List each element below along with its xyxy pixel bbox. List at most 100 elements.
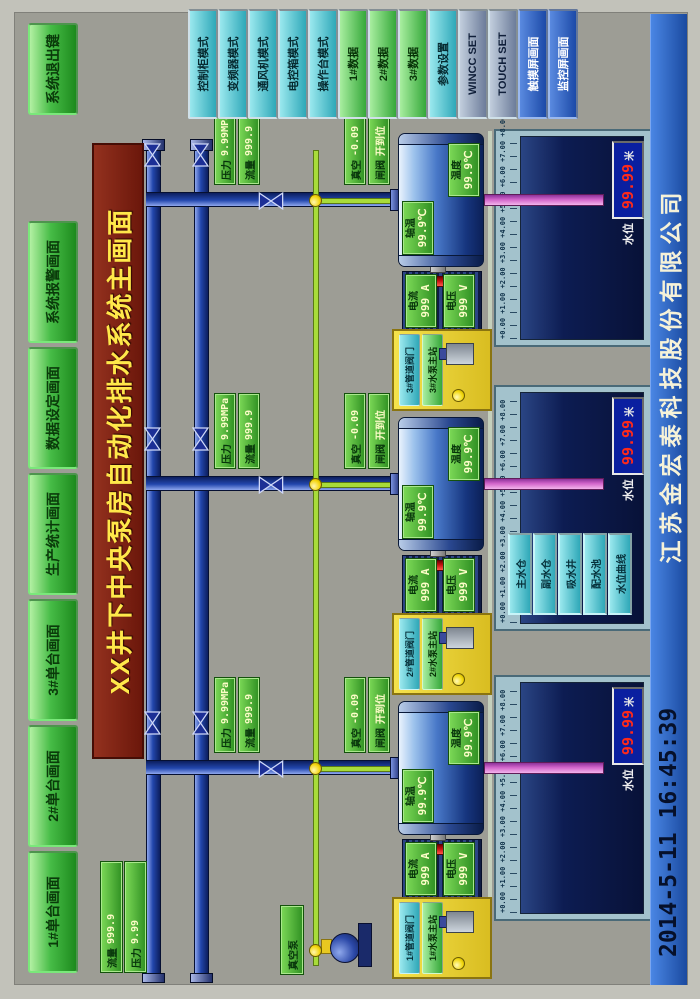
menu-button-production-stats[interactable]: 生产统计画面 [28, 473, 78, 595]
shaft-temp-value: 99.9℃ [416, 208, 430, 248]
flow-value: 999.9 [243, 409, 255, 440]
sump-button-aux[interactable]: 副水仓 [533, 533, 557, 615]
total-flow-label: 流量 [108, 948, 119, 968]
gate-valve-box-2: 闸阀开到位 [368, 393, 390, 469]
temp-value: 99.9℃ [462, 718, 476, 758]
side-button-fan-mode[interactable]: 通风机模式 [248, 9, 278, 119]
manifold-valve-icon[interactable] [144, 143, 161, 167]
priming-valve-lamp [309, 478, 322, 491]
side-button-ebox-mode[interactable]: 电控箱模式 [278, 9, 308, 119]
vacuum-label: 真空 [351, 160, 363, 180]
page-title: XX井下中央泵房自动化排水系统主画面 [92, 143, 144, 759]
level-scale: +0.00 +1.00 +2.00 +3.00 +4.00 +5.00 +6.0… [499, 689, 507, 913]
side-button-param-set[interactable]: 参数设置 [428, 9, 458, 119]
valve-actuator-icon [446, 343, 474, 365]
manifold-valve-icon[interactable] [144, 711, 161, 735]
riser-valve-icon[interactable] [258, 192, 284, 210]
priming-valve-lamp [309, 762, 322, 775]
side-button-data-1[interactable]: 1#数据 [338, 9, 368, 119]
side-button-cabinet-mode[interactable]: 控制柜模式 [188, 9, 218, 119]
suction-pipe-3 [484, 194, 604, 206]
floor-line [488, 131, 492, 979]
current-value: 999 A [419, 852, 433, 886]
vacuum-label: 真空 [351, 444, 363, 464]
priming-valve-lamp [309, 194, 322, 207]
manifold-valve-icon[interactable] [144, 427, 161, 451]
menu-button-unit3[interactable]: 3#单台画面 [28, 599, 78, 721]
total-pressure-box: 压力 9.99 [124, 861, 147, 973]
sump-button-level-trend[interactable]: 水位曲线 [608, 533, 632, 615]
manifold-valve-icon[interactable] [192, 427, 209, 451]
side-button-touch-set[interactable]: TOUCH SET [488, 9, 518, 119]
pressure-value: 9.99MPa [219, 681, 231, 724]
sump-button-main[interactable]: 主水仓 [508, 533, 532, 615]
level-unit: 米 [624, 406, 636, 417]
pump-station-button-unit2[interactable]: 2#水泵主站 [422, 618, 443, 690]
voltage-value: 999 V [457, 568, 471, 602]
status-lamp [452, 389, 465, 402]
scale-ticks [510, 685, 517, 913]
flow-label: 流量 [245, 728, 257, 748]
menu-button-alarms[interactable]: 系统报警画面 [28, 221, 78, 343]
discharge-manifold-1 [146, 145, 161, 977]
total-pressure-label: 压力 [132, 948, 143, 968]
pump-flange [399, 539, 483, 550]
gate-valve-box-1: 闸阀开到位 [368, 677, 390, 753]
side-button-console-mode[interactable]: 操作台模式 [308, 9, 338, 119]
riser-valve-icon[interactable] [258, 760, 284, 778]
manifold-valve-icon[interactable] [192, 711, 209, 735]
riser-valve-icon[interactable] [258, 476, 284, 494]
sump-button-dist-pool[interactable]: 配水池 [583, 533, 607, 615]
gate-label: 闸阀 [375, 444, 387, 464]
gate-label: 闸阀 [375, 160, 387, 180]
pipe-valve-button-unit2[interactable]: 2#管道阀门 [399, 618, 420, 690]
side-button-monitor-view[interactable]: 监控屏画面 [548, 9, 578, 119]
pressure-label: 压力 [221, 444, 233, 464]
suction-pipe-2 [484, 478, 604, 490]
level-scale: +0.00 +1.00 +2.00 +3.00 +4.00 +5.00 +6.0… [499, 115, 507, 339]
side-button-data-2[interactable]: 2#数据 [368, 9, 398, 119]
side-button-wincc-set[interactable]: WINCC SET [458, 9, 488, 119]
scale-ticks [510, 139, 517, 339]
status-lamp [452, 673, 465, 686]
system-exit-button[interactable]: 系统退出键 [28, 23, 78, 115]
manifold-valve-icon[interactable] [192, 143, 209, 167]
flow-label: 流量 [245, 160, 257, 180]
menu-button-unit1[interactable]: 1#单台画面 [28, 851, 78, 973]
side-button-touchscreen-view[interactable]: 触摸屏画面 [518, 9, 548, 119]
vacuum-pump-icon [330, 933, 360, 963]
menu-button-unit2[interactable]: 2#单台画面 [28, 725, 78, 847]
menu-button-data-settings[interactable]: 数据设定画面 [28, 347, 78, 469]
priming-line [314, 151, 318, 965]
pipe-pressure-box-1: 压力 9.99MPa [214, 677, 236, 753]
company-name: 江苏金宏泰科技股份有限公司 [658, 186, 684, 564]
sump-button-suction-well[interactable]: 吸水井 [558, 533, 582, 615]
side-button-data-3[interactable]: 3#数据 [398, 9, 428, 119]
total-flow-box: 流量 999.9 [100, 861, 123, 973]
pipe-valve-button-unit1[interactable]: 1#管道阀门 [399, 902, 420, 974]
pump-station-button-unit1[interactable]: 1#水泵主站 [422, 902, 443, 974]
pipe-valve-button-unit3[interactable]: 3#管道阀门 [399, 334, 420, 406]
level-unit: 米 [624, 150, 636, 161]
current-value: 999 A [419, 568, 433, 602]
control-panel-unit2: 2#管道阀门 2#水泵主站 [392, 613, 492, 695]
side-button-vfd-mode[interactable]: 变频器模式 [218, 9, 248, 119]
pump-station-button-unit3[interactable]: 3#水泵主站 [422, 334, 443, 406]
pressure-label: 压力 [221, 728, 233, 748]
flow-label: 流量 [245, 444, 257, 464]
level-value: 99.99 [619, 163, 637, 210]
total-pressure-value: 9.99 [130, 919, 141, 944]
